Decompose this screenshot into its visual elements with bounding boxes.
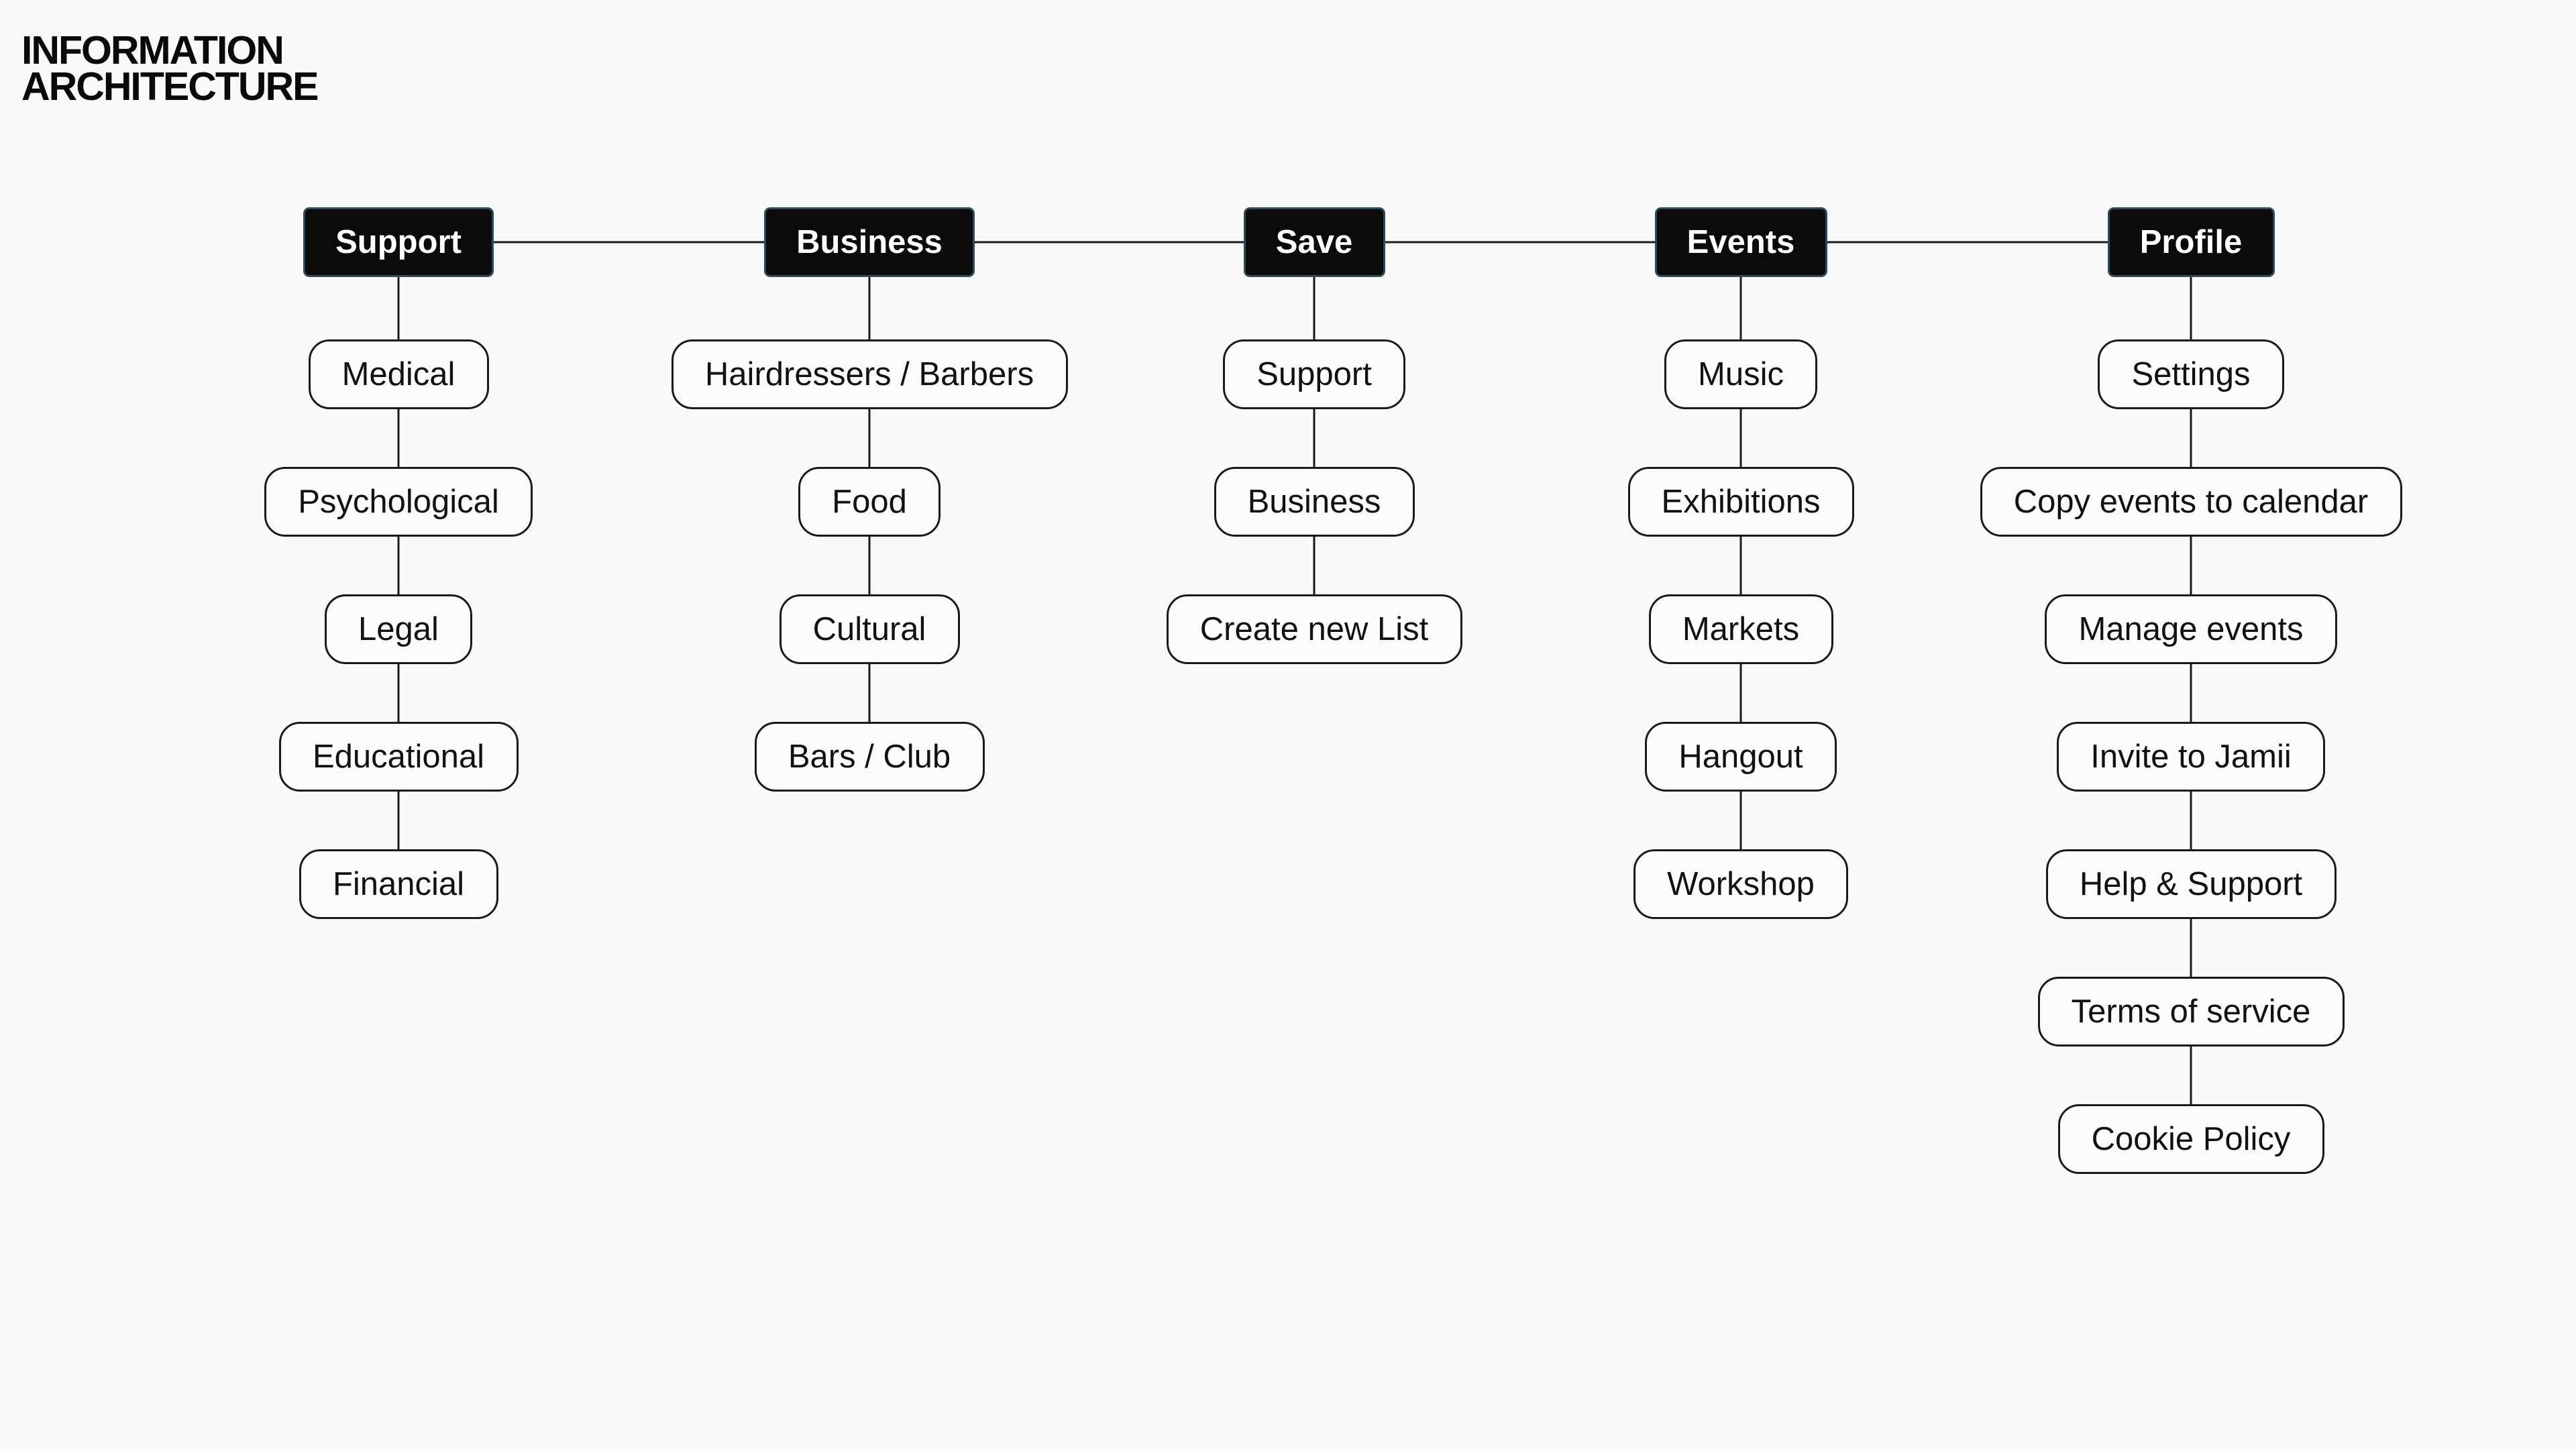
child-node-support-psychological[interactable]: Psychological <box>264 467 533 537</box>
child-node-support-educational[interactable]: Educational <box>278 722 519 792</box>
child-node-support-medical[interactable]: Medical <box>308 339 489 409</box>
child-node-profile-terms-of-service[interactable]: Terms of service <box>2037 977 2345 1046</box>
child-node-business-cultural[interactable]: Cultural <box>779 594 960 664</box>
child-node-profile-invite-to-jamii[interactable]: Invite to Jamii <box>2057 722 2325 792</box>
child-node-events-music[interactable]: Music <box>1664 339 1817 409</box>
child-node-save-create-new-list[interactable]: Create new List <box>1166 594 1462 664</box>
child-node-profile-cookie-policy[interactable]: Cookie Policy <box>2057 1104 2324 1174</box>
root-node-support[interactable]: Support <box>303 207 494 277</box>
child-node-profile-copy-events-to-calendar[interactable]: Copy events to calendar <box>1980 467 2402 537</box>
root-node-events[interactable]: Events <box>1654 207 1827 277</box>
page-title: INFORMATION ARCHITECTURE <box>21 28 319 109</box>
root-node-save[interactable]: Save <box>1243 207 1385 277</box>
title-line-2: ARCHITECTURE <box>21 64 319 109</box>
child-node-support-legal[interactable]: Legal <box>325 594 472 664</box>
child-node-profile-manage-events[interactable]: Manage events <box>2045 594 2337 664</box>
child-node-save-business[interactable]: Business <box>1214 467 1415 537</box>
child-node-profile-settings[interactable]: Settings <box>2098 339 2284 409</box>
child-node-events-exhibitions[interactable]: Exhibitions <box>1627 467 1854 537</box>
child-node-events-markets[interactable]: Markets <box>1648 594 1833 664</box>
child-node-support-financial[interactable]: Financial <box>299 849 498 919</box>
root-node-business[interactable]: Business <box>764 207 975 277</box>
child-node-save-support[interactable]: Support <box>1223 339 1405 409</box>
child-node-business-hairdressers-barbers[interactable]: Hairdressers / Barbers <box>671 339 1068 409</box>
child-node-events-hangout[interactable]: Hangout <box>1645 722 1837 792</box>
child-node-profile-help-support[interactable]: Help & Support <box>2045 849 2337 919</box>
child-node-events-workshop[interactable]: Workshop <box>1633 849 1848 919</box>
root-node-profile[interactable]: Profile <box>2107 207 2275 277</box>
child-node-business-bars-club[interactable]: Bars / Club <box>754 722 985 792</box>
title-line-1: INFORMATION <box>21 28 284 72</box>
child-node-business-food[interactable]: Food <box>798 467 941 537</box>
